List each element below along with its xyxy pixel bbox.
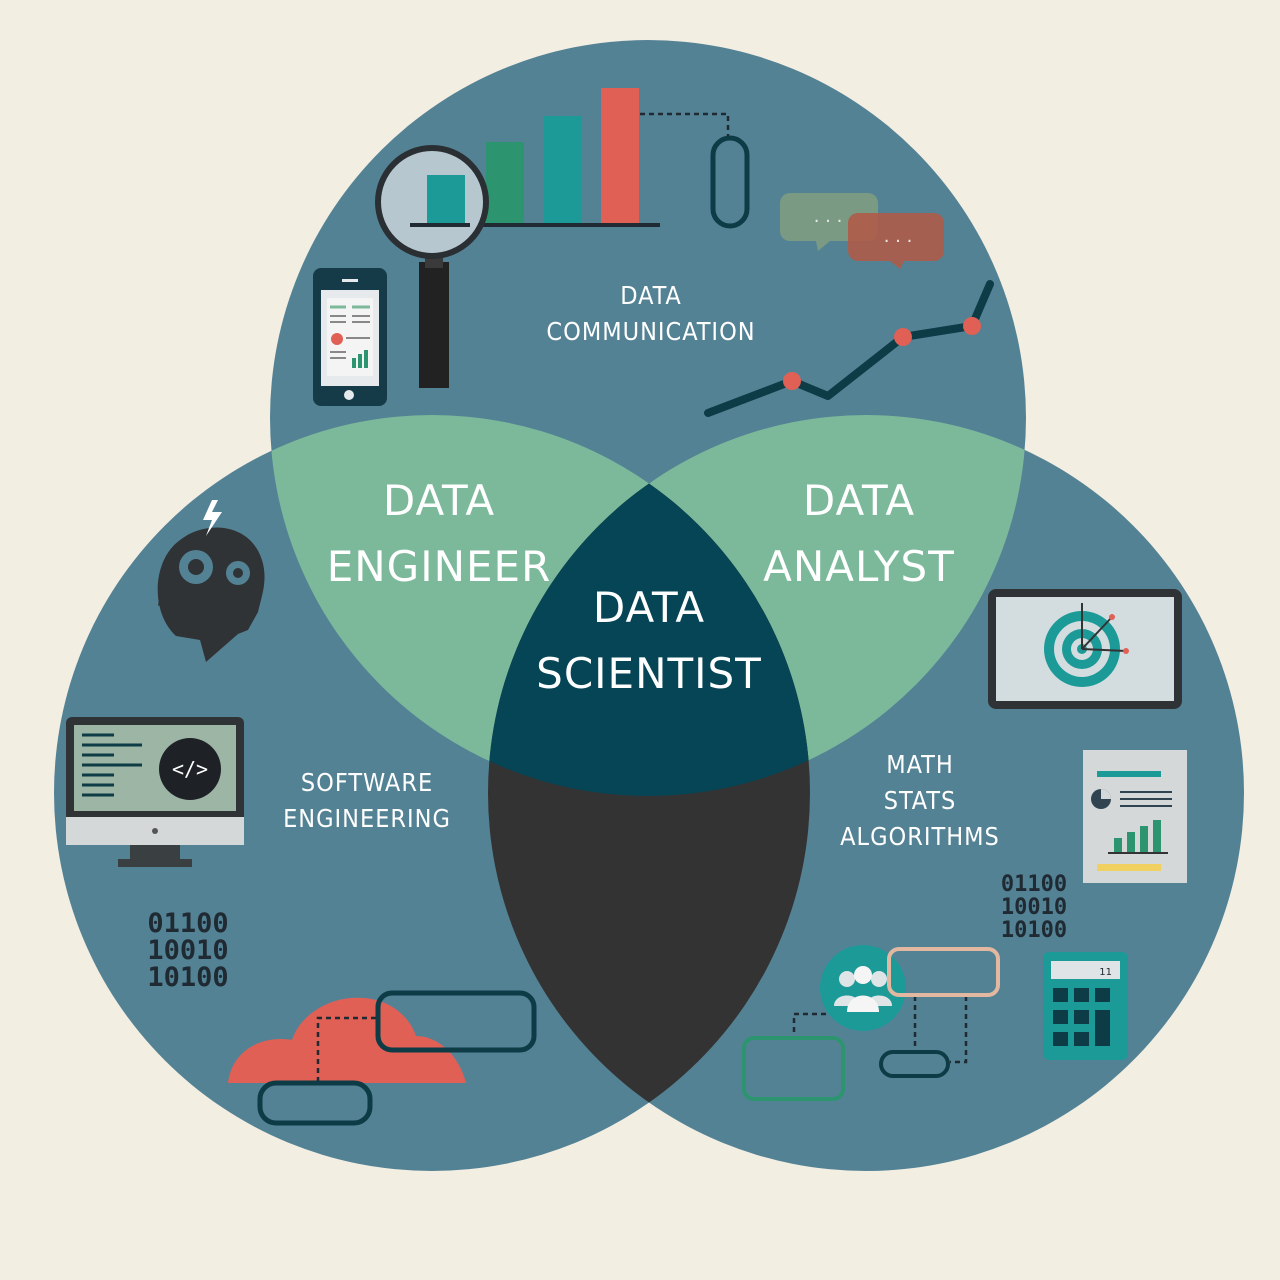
target-tablet-icon [988,589,1182,709]
label-algorithms: ALGORITHMS [840,822,1000,851]
calculator-icon: 11 [1043,952,1128,1060]
binary-left-line-3: 10100 [147,962,228,993]
label-data-engineer-1: DATA [383,476,495,525]
label-data-communication-1: DATA [620,281,682,310]
label-software-engineering-1: SOFTWARE [301,768,433,797]
label-data-communication-2: COMMUNICATION [546,317,755,346]
speech-bubbles-icon: . . . . . . [780,193,944,269]
binary-left: 01100 10010 10100 [147,908,228,993]
svg-text:. . .: . . . [814,206,843,227]
binary-left-line-2: 10010 [147,935,228,966]
label-data-engineer-2: ENGINEER [327,542,552,591]
label-software-engineering-2: ENGINEERING [283,804,451,833]
calculator-display: 11 [1099,967,1112,978]
svg-text:. . .: . . . [884,226,913,247]
phone-icon [313,268,387,406]
label-math: MATH [886,750,954,779]
label-data-scientist-1: DATA [593,583,705,632]
binary-right-line-3: 10100 [1001,918,1067,943]
line-chart-icon [704,280,994,417]
binary-right-line-1: 01100 [1001,872,1067,897]
report-document-icon [1083,750,1187,883]
label-data-scientist-2: SCIENTIST [536,649,762,698]
label-data-analyst-1: DATA [803,476,915,525]
head-gears-icon [157,500,265,662]
magnifier-icon [375,145,489,388]
overlap-center [488,415,810,796]
code-monitor-icon: </> [66,717,244,867]
code-icon-text: </> [172,757,208,781]
label-stats: STATS [884,786,957,815]
team-network-icon [742,945,1000,1101]
binary-right: 01100 10010 10100 [1001,872,1067,943]
cloud-icon [228,990,537,1126]
pill-outline-icon [710,135,750,229]
binary-left-line-1: 01100 [147,908,228,939]
label-data-analyst-2: ANALYST [763,542,955,591]
binary-right-line-2: 10010 [1001,895,1067,920]
